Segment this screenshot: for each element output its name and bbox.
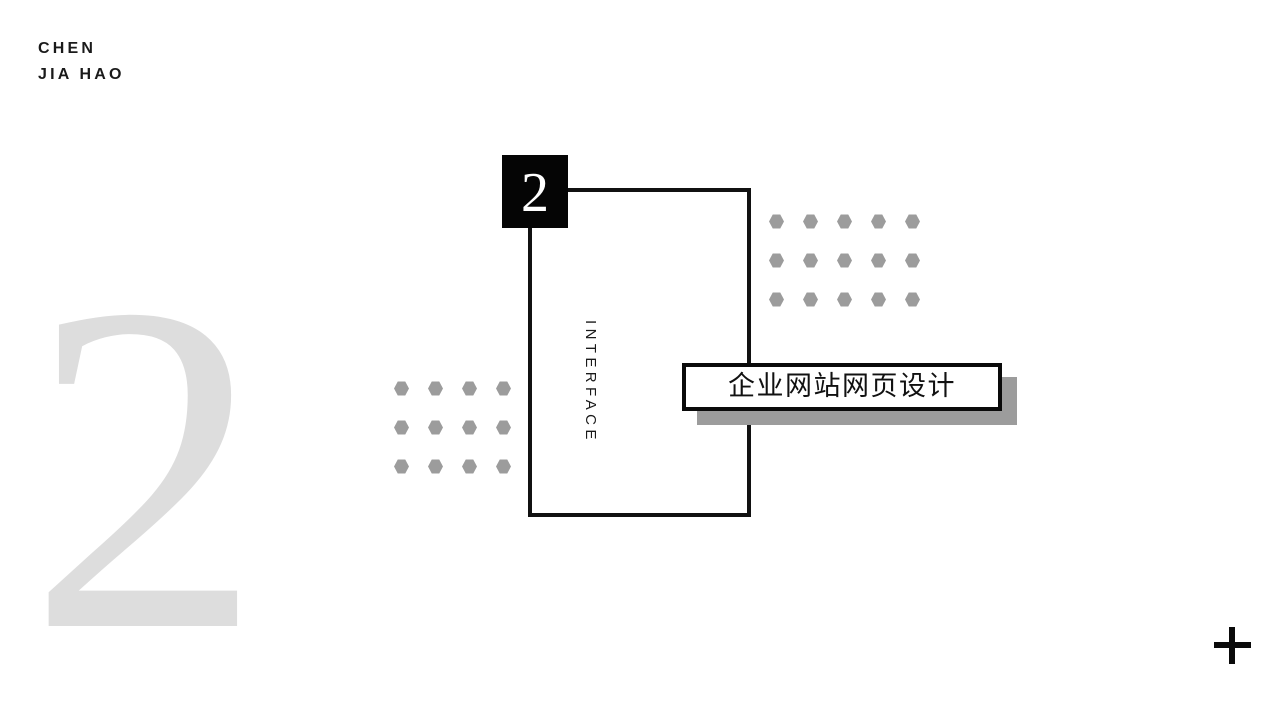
grid-dot xyxy=(803,292,818,307)
grid-dot xyxy=(871,253,886,268)
author-line-first: CHEN xyxy=(38,40,97,57)
dot-grid-row xyxy=(769,214,939,253)
grid-dot xyxy=(905,214,920,229)
grid-dot xyxy=(905,253,920,268)
author-byline: CHEN JIA HAO xyxy=(38,36,125,88)
grid-dot xyxy=(837,214,852,229)
grid-dot xyxy=(428,459,443,474)
author-line-second: JIA HAO xyxy=(38,66,125,83)
section-number-badge-text: 2 xyxy=(521,162,549,224)
grid-dot xyxy=(428,381,443,396)
grid-dot xyxy=(496,420,511,435)
grid-dot xyxy=(837,292,852,307)
grid-dot xyxy=(462,459,477,474)
vertical-interface-label: INTERFACE xyxy=(580,320,600,500)
dot-grid-row xyxy=(394,381,530,420)
outline-rectangle xyxy=(528,188,751,517)
background-section-numeral: 2 xyxy=(28,207,263,720)
plus-icon-vertical-bar xyxy=(1229,627,1235,664)
grid-dot xyxy=(428,420,443,435)
section-title-text: 企业网站网页设计 xyxy=(728,371,956,402)
section-number-badge: 2 xyxy=(502,155,568,228)
dot-grid-row xyxy=(394,459,530,498)
grid-dot xyxy=(871,214,886,229)
dot-grid-row xyxy=(769,292,939,331)
grid-dot xyxy=(803,214,818,229)
grid-dot xyxy=(769,253,784,268)
section-title-box: 企业网站网页设计 xyxy=(682,363,1002,411)
grid-dot xyxy=(394,459,409,474)
dot-grid-row xyxy=(394,420,530,459)
grid-dot xyxy=(769,292,784,307)
grid-dot xyxy=(496,459,511,474)
dot-grid-right xyxy=(769,214,939,331)
grid-dot xyxy=(394,420,409,435)
grid-dot xyxy=(871,292,886,307)
grid-dot xyxy=(905,292,920,307)
vertical-interface-label-text: INTERFACE xyxy=(582,320,599,444)
grid-dot xyxy=(394,381,409,396)
grid-dot xyxy=(837,253,852,268)
grid-dot xyxy=(462,420,477,435)
grid-dot xyxy=(769,214,784,229)
dot-grid-left xyxy=(394,381,530,498)
grid-dot xyxy=(496,381,511,396)
dot-grid-row xyxy=(769,253,939,292)
grid-dot xyxy=(462,381,477,396)
grid-dot xyxy=(803,253,818,268)
plus-icon xyxy=(1214,627,1251,664)
